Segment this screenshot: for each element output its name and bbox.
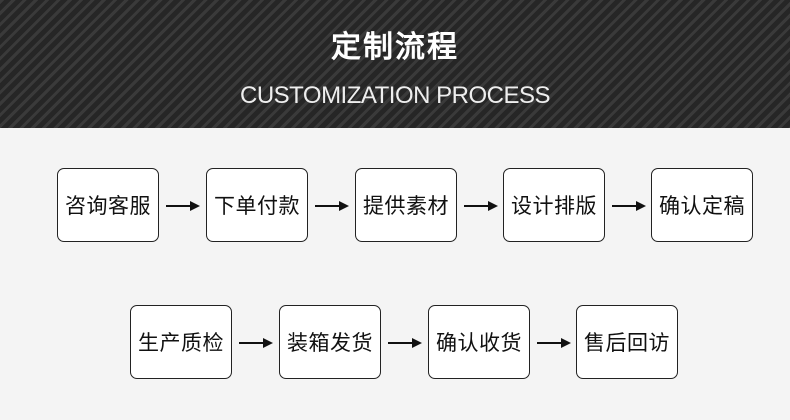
step-after-sales-followup: 售后回访 xyxy=(576,305,678,379)
header-banner: 定制流程 CUSTOMIZATION PROCESS xyxy=(0,0,790,128)
page-subtitle: CUSTOMIZATION PROCESS xyxy=(240,82,550,109)
arrow-right-icon xyxy=(166,200,200,212)
page-title: 定制流程 xyxy=(331,30,459,65)
step-production-inspection: 生产质检 xyxy=(130,305,232,379)
arrow-right-icon xyxy=(315,200,349,212)
step-consult-service: 咨询客服 xyxy=(57,168,159,242)
step-confirm-receipt: 确认收货 xyxy=(428,305,530,379)
arrow-right-icon xyxy=(388,337,422,349)
arrow-right-icon xyxy=(464,200,498,212)
step-pack-ship: 装箱发货 xyxy=(279,305,381,379)
step-design-layout: 设计排版 xyxy=(503,168,605,242)
arrow-right-icon xyxy=(537,337,571,349)
step-confirm-draft: 确认定稿 xyxy=(651,168,753,242)
arrow-right-icon xyxy=(612,200,646,212)
step-place-order: 下单付款 xyxy=(206,168,308,242)
arrow-right-icon xyxy=(239,337,273,349)
step-provide-materials: 提供素材 xyxy=(355,168,457,242)
